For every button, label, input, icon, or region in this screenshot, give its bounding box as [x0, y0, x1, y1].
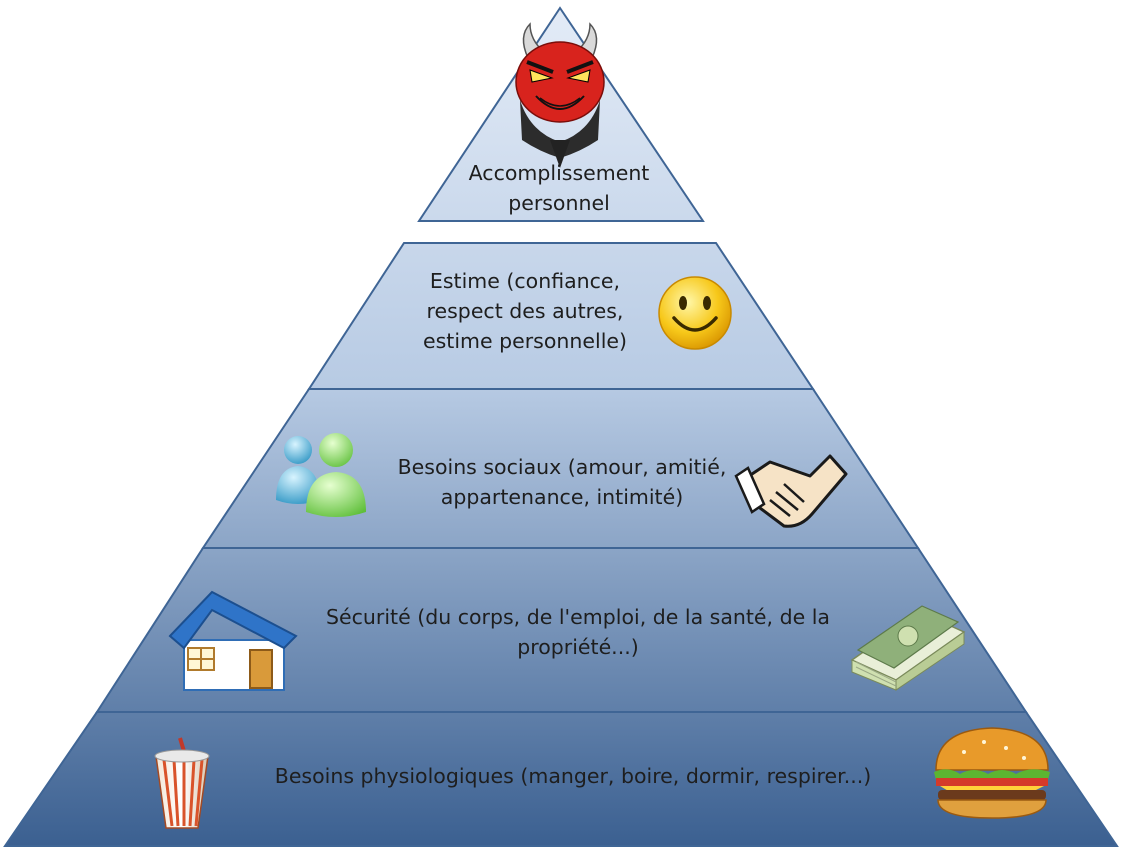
house-icon — [168, 590, 298, 691]
label-safety: Sécurité (du corps, de l'emploi, de la s… — [288, 602, 868, 662]
label-line: appartenance, intimité) — [440, 485, 684, 509]
hamburger-icon — [934, 727, 1050, 819]
money-stack-icon — [850, 605, 966, 691]
handshake-icon — [734, 454, 848, 528]
smiley-face-icon — [658, 276, 732, 350]
label-line: Besoins physiologiques (manger, boire, d… — [274, 764, 872, 788]
label-line: propriété...) — [517, 635, 639, 659]
users-icon — [276, 433, 366, 517]
label-line: estime personnelle) — [423, 329, 627, 353]
label-self-actualization: Accomplissement personnel — [439, 158, 679, 218]
tier-physiological — [3, 711, 1119, 847]
label-line: Accomplissement — [468, 161, 650, 185]
label-line: Estime (confiance, — [429, 269, 621, 293]
label-line: Sécurité (du corps, de l'emploi, de la s… — [326, 605, 830, 629]
label-line: personnel — [508, 191, 610, 215]
label-social: Besoins sociaux (amour, amitié, apparten… — [362, 452, 762, 512]
label-esteem: Estime (confiance, respect des autres, e… — [395, 266, 655, 356]
label-line: respect des autres, — [426, 299, 624, 323]
label-physiological: Besoins physiologiques (manger, boire, d… — [228, 761, 918, 791]
drink-cup-icon — [154, 737, 210, 829]
label-line: Besoins sociaux (amour, amitié, — [397, 455, 727, 479]
devil-mask-icon — [515, 22, 605, 168]
